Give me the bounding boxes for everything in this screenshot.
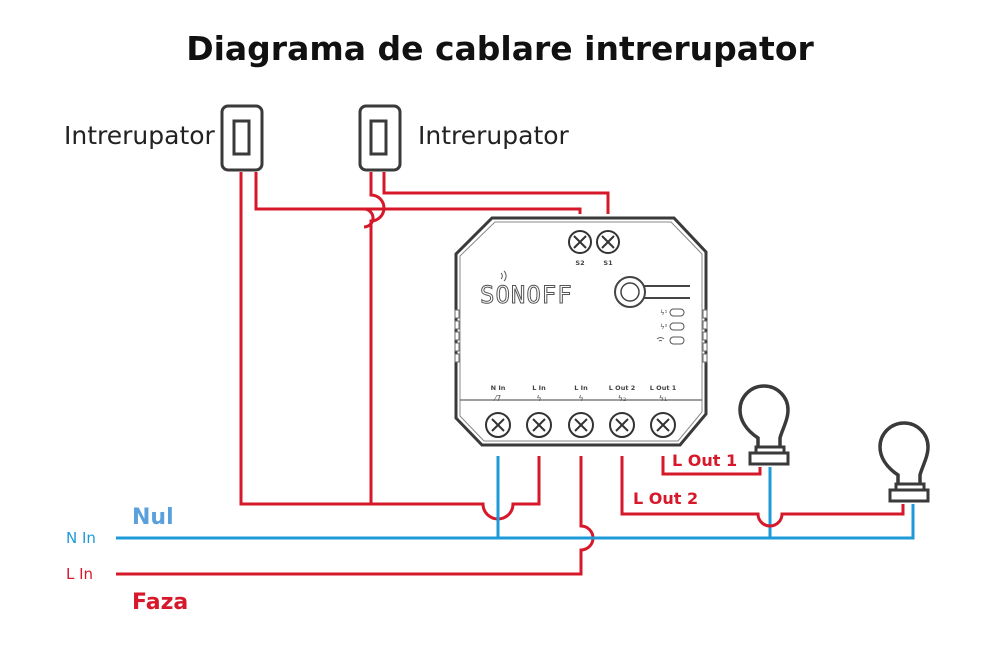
terminal-s2[interactable]: S2	[568, 230, 592, 267]
neutral-line-label: N In	[66, 529, 96, 547]
switch-2-frame	[358, 104, 402, 172]
bulb-icon	[738, 384, 790, 447]
neutral-icon: ⁄7	[493, 394, 501, 403]
terminal-s1[interactable]: S1	[596, 230, 620, 267]
output-2-icon: ϟ₂	[618, 394, 626, 403]
live-icon: ϟ	[578, 394, 583, 403]
bulb-icon	[878, 421, 930, 484]
terminal-label: L In	[574, 384, 588, 392]
channel-1-led	[669, 308, 685, 317]
screw-icon	[615, 418, 629, 432]
diagram-title: Diagrama de cablare intrerupator	[186, 29, 814, 68]
terminal-l-out-2[interactable]: L Out 2 ϟ₂	[609, 384, 635, 438]
lout1-label: L Out 1	[672, 451, 737, 470]
terminal-label: L Out 1	[650, 384, 677, 392]
channel-1-icon: ϟ¹	[660, 309, 668, 317]
switch-2-rocker	[369, 119, 388, 156]
switch-2-common-wire	[369, 172, 386, 504]
lout2-label: L Out 2	[633, 489, 698, 508]
screw-icon	[601, 235, 615, 249]
switch-2-to-s1-wire	[382, 172, 610, 214]
pairing-button[interactable]	[614, 276, 690, 308]
live-icon: ϟ	[536, 394, 541, 403]
switch-1[interactable]	[220, 104, 264, 172]
brand-logo: SONOFF	[480, 281, 573, 309]
wifi-led	[669, 336, 685, 345]
screw-icon	[656, 418, 670, 432]
lout2-wire	[620, 456, 905, 528]
terminal-n-in[interactable]: N In ⁄7	[485, 384, 511, 438]
channel-2-icon: ϟ²	[660, 323, 668, 331]
wifi-signal-icon	[500, 270, 507, 282]
neutral-feed-wire	[116, 504, 915, 540]
device-outline	[454, 216, 708, 447]
terminal-s2-label: S2	[575, 259, 584, 267]
terminal-s1-label: S1	[603, 259, 613, 267]
wifi-icon	[656, 337, 665, 342]
terminal-l-out-1[interactable]: L Out 1 ϟ₁	[650, 384, 677, 438]
terminal-label: L In	[532, 384, 546, 392]
channel-2-led	[669, 322, 685, 331]
live-feed-wire	[116, 456, 595, 576]
terminal-label: N In	[491, 384, 506, 392]
terminal-label: L Out 2	[609, 384, 635, 392]
switch-1-to-s2-wire	[254, 172, 582, 229]
terminal-l-in-2[interactable]: L In ϟ	[568, 384, 594, 438]
sonoff-device: S2 S1 SONOFF ϟ¹ ϟ² N In ⁄7 L In ϟ L In ϟ L Out…	[454, 216, 708, 447]
output-1-icon: ϟ₁	[659, 394, 667, 403]
bottom-terminals: N In ⁄7 L In ϟ L In ϟ L Out 2 ϟ₂ L Out 1 ϟ₁	[485, 384, 677, 438]
device-inner-outline	[459, 221, 703, 442]
indicator-leds: ϟ¹ ϟ²	[656, 308, 685, 345]
neutral-line-name: Nul	[132, 505, 174, 530]
switch-2-label: Intrerupator	[418, 121, 570, 150]
switch-1-rocker	[232, 119, 251, 156]
switch-1-label: Intrerupator	[64, 121, 216, 150]
screw-icon	[532, 418, 546, 432]
device-side-ribs	[454, 309, 708, 363]
screw-icon	[573, 235, 587, 249]
lout1-wire	[661, 456, 762, 476]
switch-2[interactable]	[358, 104, 402, 172]
lamp-2	[878, 421, 930, 503]
screw-icon	[574, 418, 588, 432]
lamp-1	[738, 384, 790, 466]
switch-1-frame	[220, 104, 264, 172]
live-line-name: Faza	[132, 590, 188, 615]
live-line-label: L In	[66, 565, 93, 583]
terminal-l-in-1[interactable]: L In ϟ	[526, 384, 552, 438]
screw-icon	[491, 418, 505, 432]
